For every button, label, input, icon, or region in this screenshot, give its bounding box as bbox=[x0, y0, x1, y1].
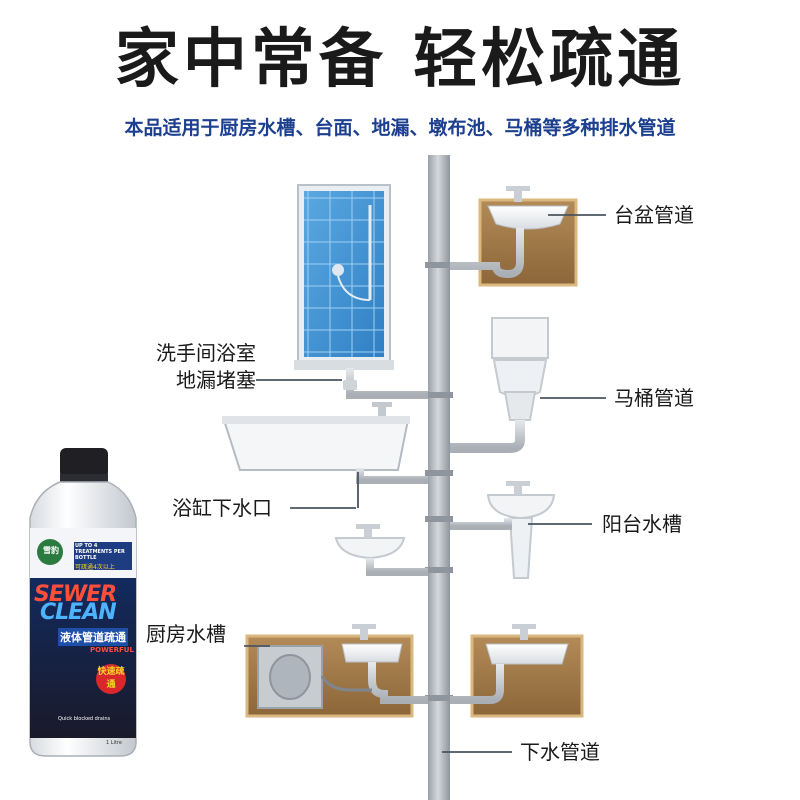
product-volume: 1 Litre bbox=[106, 740, 122, 746]
product-badge: 快速疏通 bbox=[96, 664, 126, 694]
label-drain-pipe: 下水管道 bbox=[520, 740, 600, 764]
product-brand-logo: 雪豹 bbox=[43, 546, 59, 555]
callout-lines bbox=[244, 214, 606, 753]
label-balcony-sink: 阳台水槽 bbox=[602, 512, 682, 536]
product-treatments-cn: 可疏通4次以上 bbox=[75, 564, 115, 571]
label-basin-pipe: 台盆管道 bbox=[614, 203, 694, 227]
wall-sink bbox=[334, 524, 406, 560]
toilet bbox=[491, 317, 549, 421]
label-bathroom-drain-line2: 地漏堵塞 bbox=[176, 368, 256, 392]
product-bottom-text: Quick blocked drains bbox=[58, 716, 111, 722]
label-kitchen-sink: 厨房水槽 bbox=[146, 622, 226, 646]
product-name-line1: SEWER bbox=[34, 582, 117, 607]
shower-enclosure bbox=[294, 184, 394, 370]
page-subheadline: 本品适用于厨房水槽、台面、地漏、墩布池、马桶等多种排水管道 bbox=[124, 117, 676, 139]
label-toilet-pipe: 马桶管道 bbox=[614, 386, 694, 410]
product-powerful: POWERFUL bbox=[90, 646, 134, 654]
product-treatments-en: UP TO 4 TREATMENTS PER BOTTLE bbox=[75, 543, 125, 561]
product-chinese-name: 液体管道疏通 bbox=[58, 628, 128, 646]
product-name-line2: CLEAN bbox=[40, 600, 117, 625]
label-bathtub-outlet: 浴缸下水口 bbox=[172, 496, 272, 520]
label-bathroom-drain-line1: 洗手间浴室 bbox=[156, 341, 256, 365]
bathtub bbox=[222, 402, 410, 471]
main-drain-pipe bbox=[425, 155, 453, 800]
page-headline: 家中常备 轻松疏通 bbox=[114, 23, 686, 97]
pedestal-sink bbox=[486, 481, 556, 579]
